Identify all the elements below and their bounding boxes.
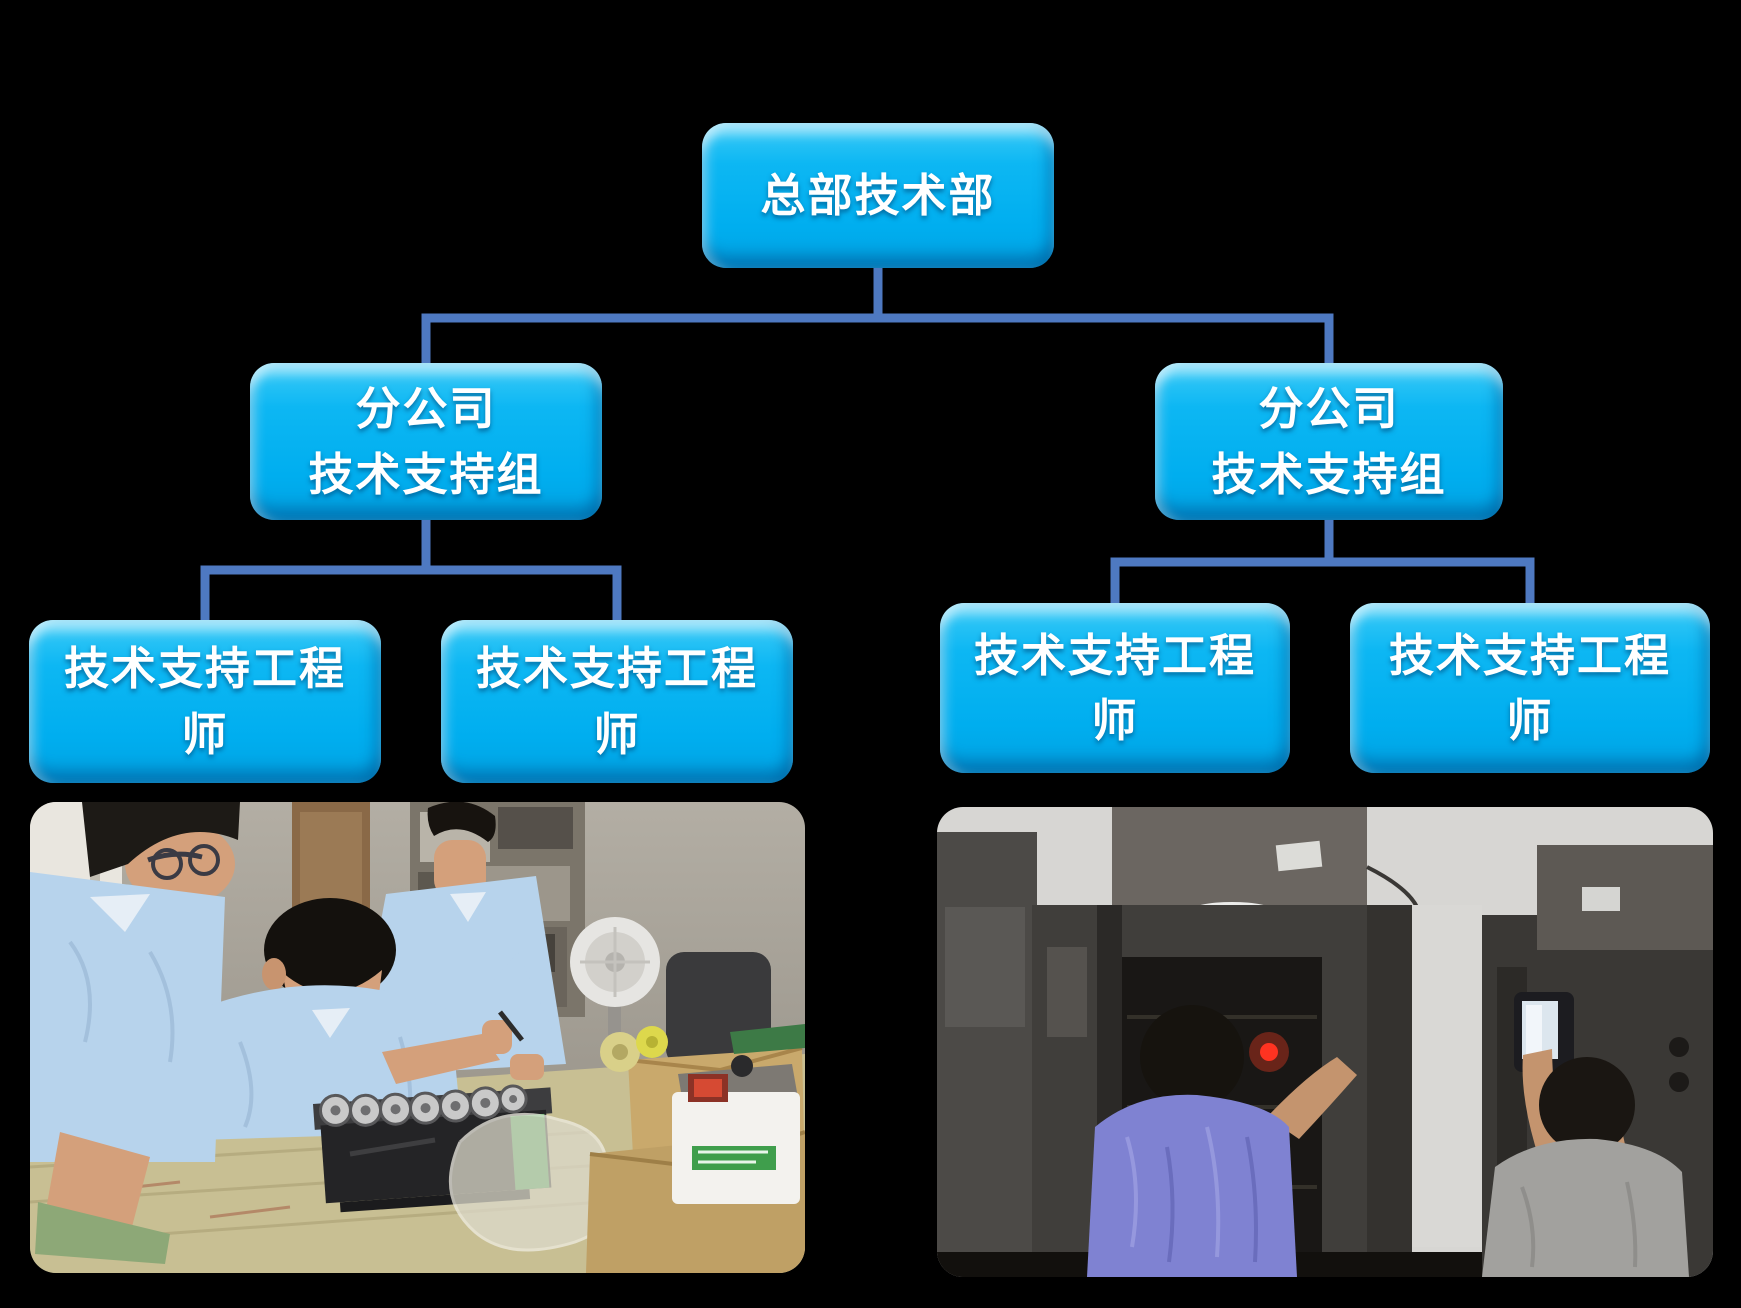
org-node-label: 技术支持工程师 <box>1388 629 1671 746</box>
connector-level2 <box>421 313 1334 363</box>
screwdriver <box>349 1137 436 1157</box>
red-indicator-light <box>1260 1043 1278 1061</box>
org-node-label: 技术支持工程师 <box>973 629 1256 746</box>
acoustic-top-box <box>1112 807 1367 920</box>
wall-gap <box>1412 905 1482 1247</box>
org-node-label: 技术支持工程师 <box>475 643 758 760</box>
org-node-label: 分公司 技术支持组 <box>1211 383 1447 500</box>
org-node-branch-left: 分公司 技术支持组 <box>250 363 602 520</box>
technician-gray-shirt <box>1482 992 1689 1277</box>
org-node-label: 总部技术部 <box>760 169 996 221</box>
tape-rolls <box>600 1026 668 1072</box>
electric-fan <box>570 917 660 1072</box>
org-node-label: 技术支持工程师 <box>63 643 346 760</box>
org-node-engineer-3: 技术支持工程师 <box>940 603 1290 773</box>
cable <box>1366 865 1419 908</box>
photo-workbench-repair <box>30 802 805 1273</box>
technician-purple-shirt <box>1087 1005 1357 1277</box>
cabinet-left-edge <box>937 832 1037 1277</box>
technician-standing-left <box>30 802 240 1264</box>
org-node-label: 分公司 技术支持组 <box>308 383 544 500</box>
org-node-engineer-1: 技术支持工程师 <box>29 620 381 783</box>
org-node-engineer-4: 技术支持工程师 <box>1350 603 1710 773</box>
cabinet-left-panel <box>945 907 1025 1027</box>
tester-device <box>672 1055 800 1204</box>
connector-left-branch <box>200 520 622 620</box>
org-node-engineer-2: 技术支持工程师 <box>441 620 793 783</box>
org-node-headquarters: 总部技术部 <box>702 123 1054 268</box>
org-node-branch-right: 分公司 技术支持组 <box>1155 363 1503 520</box>
connector-right-branch <box>1110 520 1535 603</box>
photo-cabinet-service <box>937 807 1713 1277</box>
